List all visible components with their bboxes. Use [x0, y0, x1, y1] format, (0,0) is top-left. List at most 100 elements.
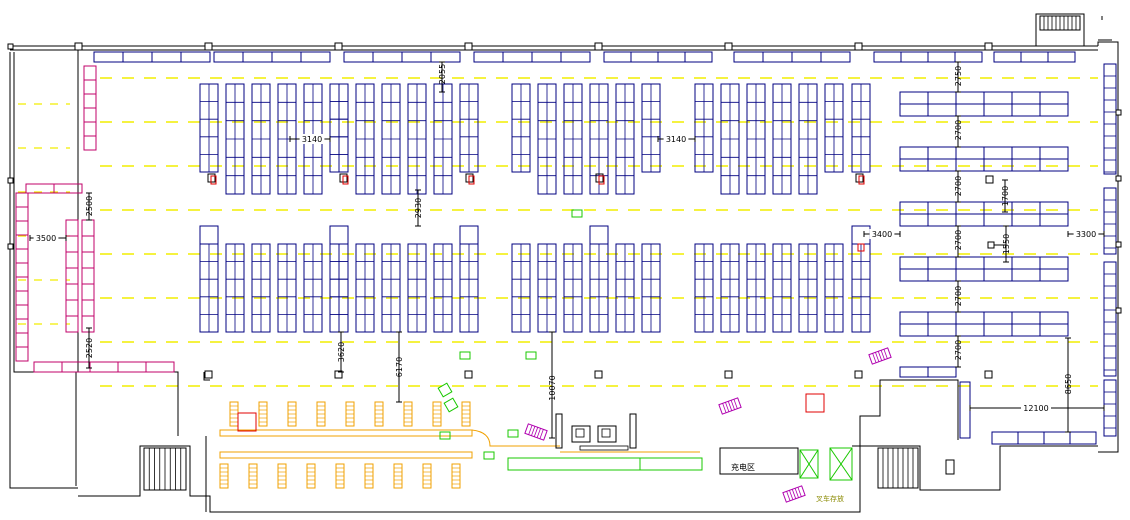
wall-rack — [657, 51, 686, 63]
pallet-truck-line — [786, 491, 791, 501]
bottom-wall — [78, 445, 861, 513]
wall-column — [1115, 175, 1122, 182]
conveyor-belt — [219, 451, 473, 459]
charging-area-label: 充电区 — [731, 462, 755, 472]
structural-column — [204, 370, 213, 379]
right-rack-cell — [1039, 91, 1069, 105]
green-pallet — [439, 431, 451, 440]
structural-column — [334, 42, 343, 51]
structural-column — [594, 42, 603, 51]
right-rack-cell — [1011, 268, 1041, 282]
left-rack-bottom — [145, 361, 175, 373]
rack-end-cap — [459, 225, 479, 245]
dim-2700-b: 2700 — [954, 176, 963, 196]
wall-rack — [151, 51, 182, 63]
forklift-cab — [575, 428, 585, 438]
dim-3300: 3300 — [1076, 230, 1096, 239]
wall-rack — [733, 51, 764, 63]
wall-rack — [242, 51, 273, 63]
dim-12100-bg — [1021, 403, 1051, 413]
dim-10070: 10070 — [548, 375, 557, 400]
dock-wall-right — [859, 379, 959, 500]
wall-rack — [873, 51, 902, 63]
right-rack-cell — [1011, 103, 1041, 117]
equipment-area-label: 叉车存放 — [816, 494, 844, 503]
right-rack-cell — [1011, 146, 1041, 160]
left-rack-bottom — [61, 361, 91, 373]
structural-column — [464, 370, 473, 379]
pallet-truck — [782, 485, 806, 503]
structural-column — [854, 42, 863, 51]
pallet-truck — [868, 347, 892, 365]
right-rack-cell — [983, 91, 1013, 105]
right-rack-cell — [955, 311, 985, 325]
wall-rack — [630, 51, 659, 63]
red-marker — [598, 175, 605, 185]
wall-rack — [820, 51, 851, 63]
rack-end-cap — [589, 225, 609, 245]
wall-rack — [473, 51, 504, 63]
wall-rack — [213, 51, 244, 63]
green-pallet — [443, 397, 459, 413]
green-pallet — [525, 351, 537, 360]
door — [945, 459, 955, 475]
rack-end-cap — [199, 225, 219, 245]
structural-column — [724, 370, 733, 379]
dim-6170: 6170 — [395, 357, 404, 377]
left-rack — [65, 219, 79, 333]
right-rack-cell — [927, 91, 957, 105]
structural-column — [724, 42, 733, 51]
dim-1550: 1550 — [1002, 234, 1011, 254]
right-rack-cell — [955, 268, 985, 282]
aisle-lines — [18, 77, 1098, 387]
right-rack-cell — [983, 311, 1013, 325]
wall-rack — [1047, 51, 1076, 63]
dock-post — [555, 413, 563, 449]
red-box — [805, 393, 825, 413]
dim-3300-bg — [1073, 229, 1099, 239]
dim-1550-column — [987, 241, 995, 249]
wall-rack — [603, 51, 632, 63]
red-marker — [468, 175, 475, 185]
dock-post — [629, 413, 637, 449]
right-floor-rack — [1069, 431, 1097, 445]
wall-column — [7, 177, 14, 184]
wall-rack — [684, 51, 713, 63]
left-room-wall — [76, 371, 179, 436]
pallet-truck — [718, 397, 742, 415]
right-room-wall — [852, 445, 1098, 491]
structural-column — [464, 42, 473, 51]
outer-wall-right — [1097, 41, 1119, 453]
dim-3140-right: 3140 — [666, 135, 686, 144]
pallet-truck-line — [725, 402, 730, 412]
stair-top-box — [1035, 13, 1085, 46]
wall-rack — [343, 51, 374, 63]
wall-rack — [93, 51, 124, 63]
pallet-truck-line — [880, 350, 885, 360]
right-rack-cell — [983, 323, 1013, 337]
green-charger — [829, 447, 853, 481]
structural-column — [984, 42, 993, 51]
wall-column — [1115, 307, 1122, 314]
dim-3140-left-bg — [299, 134, 325, 144]
area-labels: 充电区 叉车存放 — [731, 462, 844, 503]
green-pallet — [459, 351, 471, 360]
pallet-truck-line — [877, 351, 883, 361]
pallet-truck — [524, 423, 548, 441]
green-charger-x — [799, 449, 819, 479]
forklift — [571, 425, 591, 443]
pallet-truck-line — [733, 399, 738, 409]
conveyor-belt — [219, 429, 473, 437]
pallet-truck-line — [531, 426, 536, 436]
forklift — [597, 425, 617, 443]
right-floor-rack — [1017, 431, 1045, 445]
right-rack-cell — [899, 91, 929, 105]
right-rack-cell — [1039, 311, 1069, 325]
right-rack-cell — [955, 158, 985, 172]
conveyor-curve — [471, 429, 560, 447]
rack-end-cap — [851, 225, 871, 245]
right-rack-cell — [955, 103, 985, 117]
wall-rack — [900, 51, 929, 63]
right-rack-cell — [927, 323, 957, 337]
